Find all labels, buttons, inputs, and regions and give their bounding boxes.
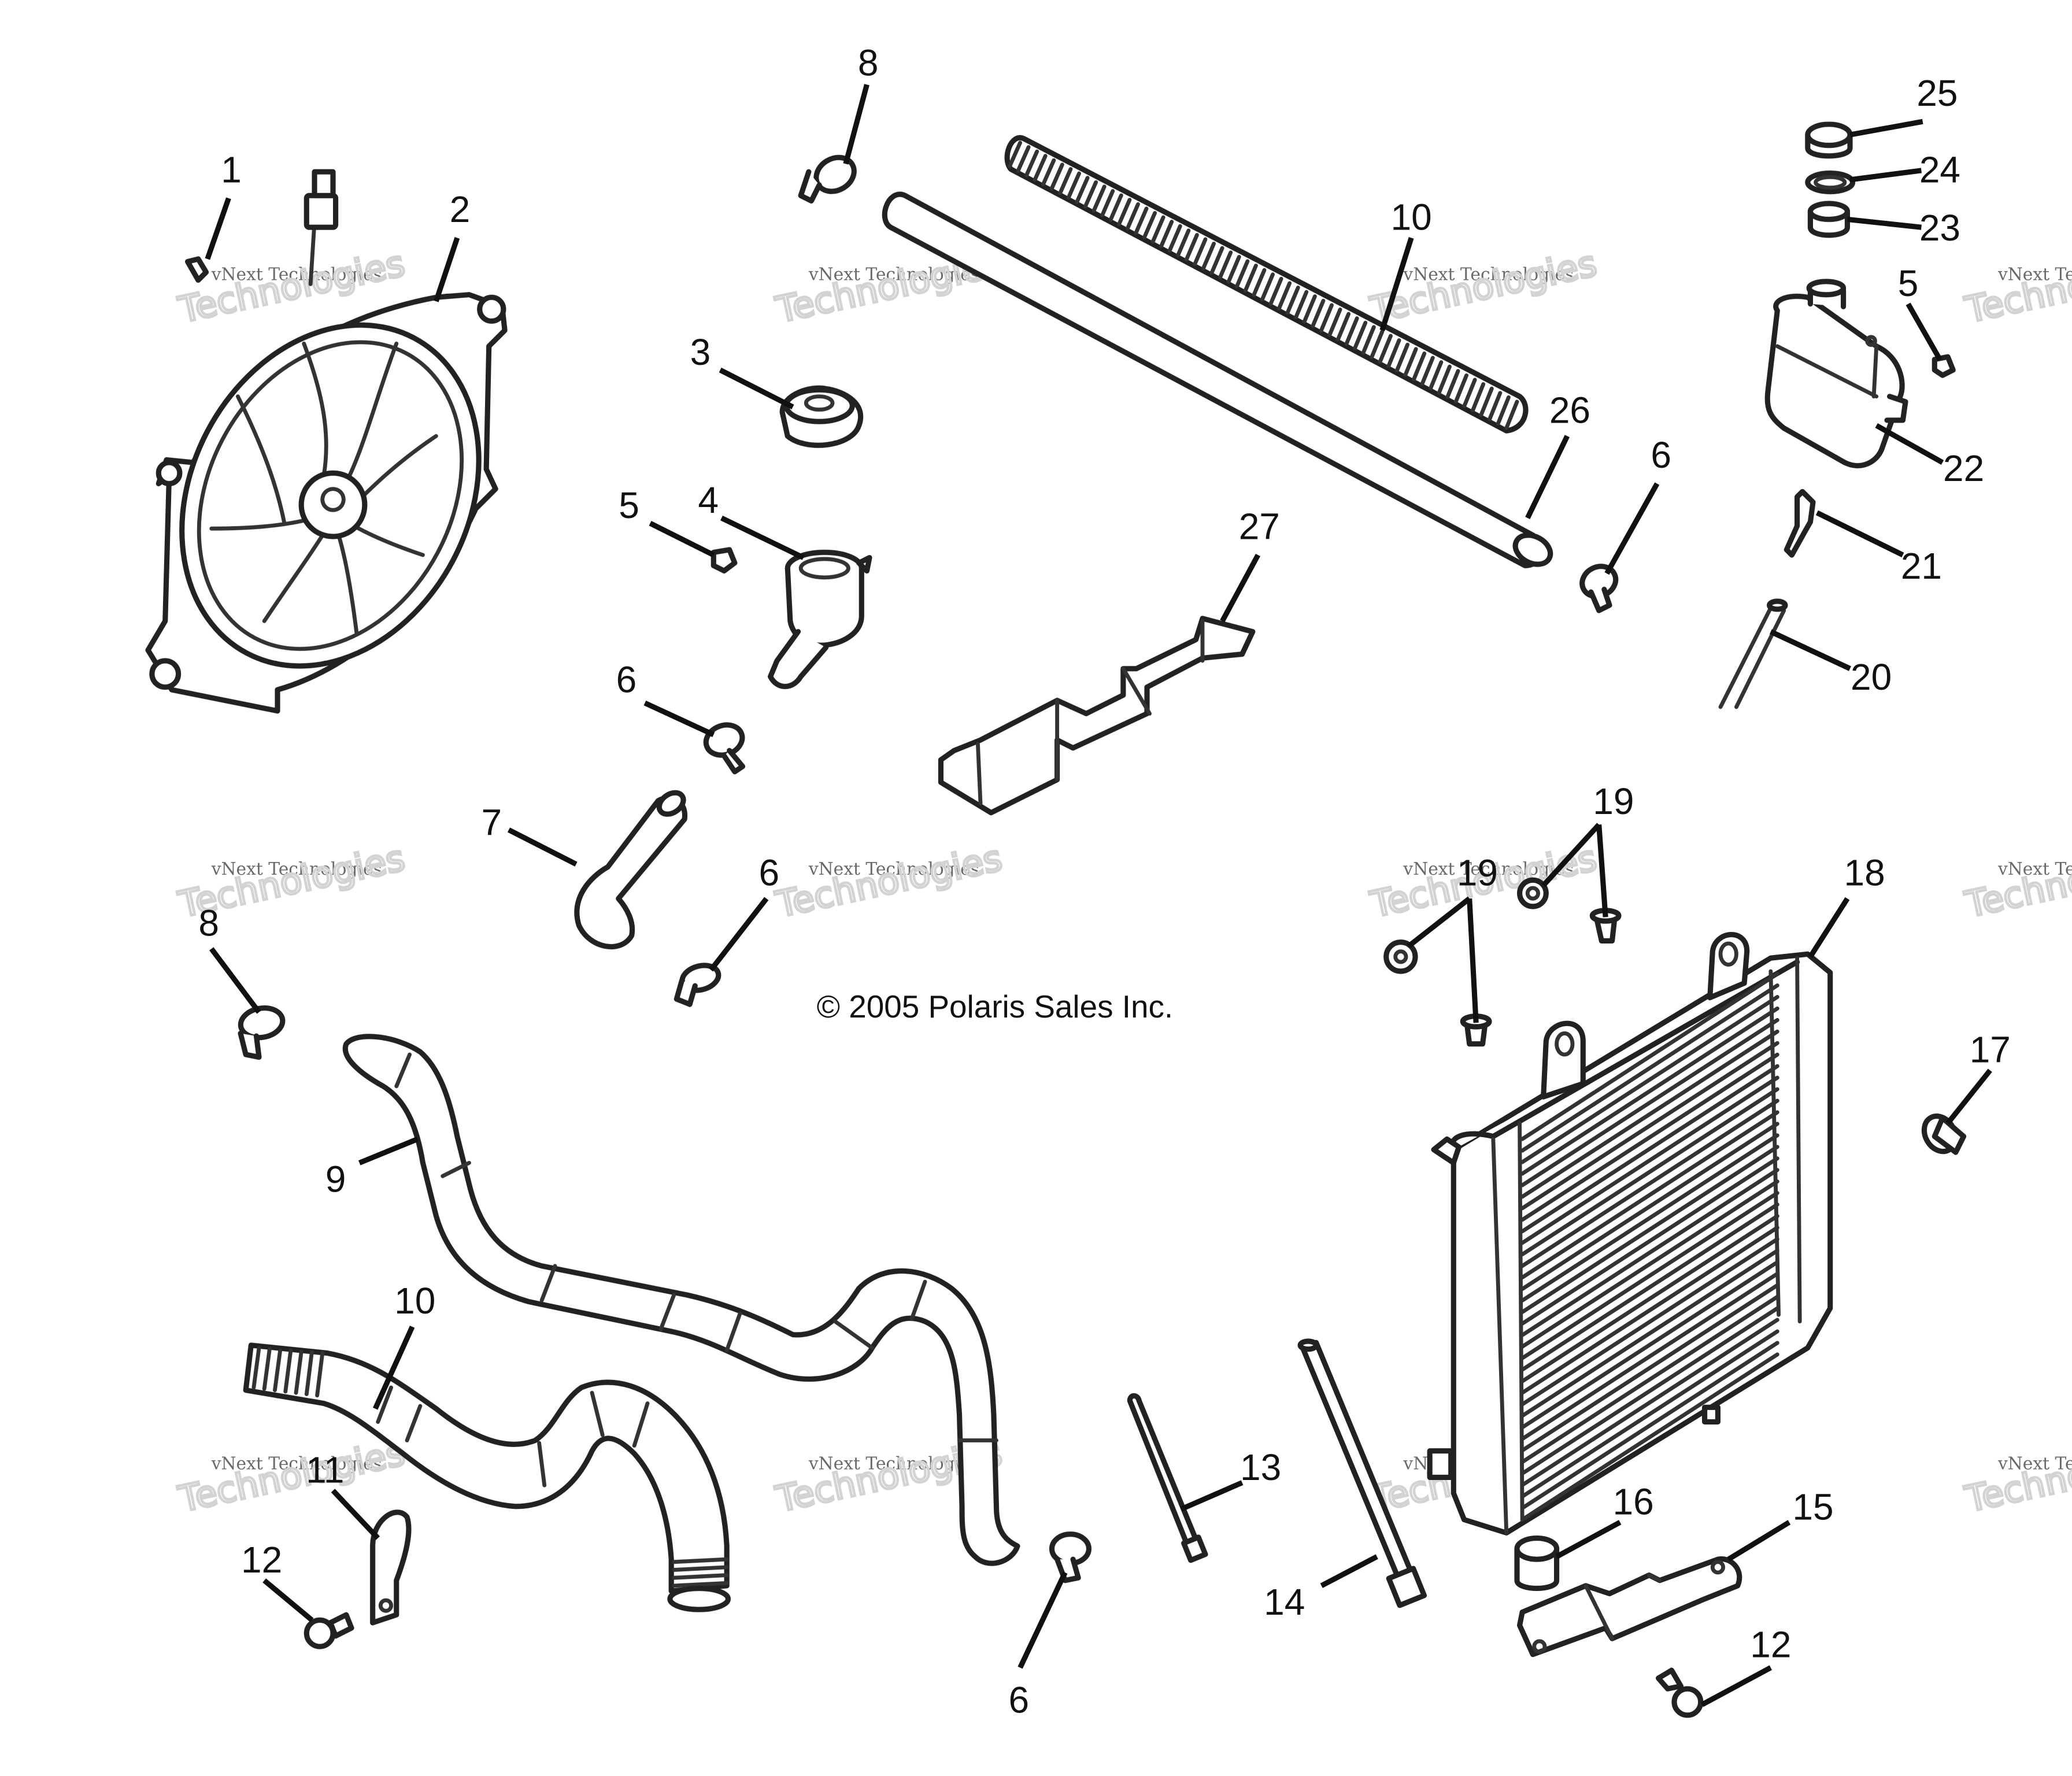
callout-label: 19 (1457, 852, 1498, 893)
callout-labels: 1 2 3 4 5 6 8 10 26 6 25 24 23 5 22 21 2… (198, 42, 2011, 1720)
callout-label: 12 (241, 1539, 282, 1581)
callout-label: 6 (616, 659, 637, 701)
hose-clamp-icon (1049, 1531, 1092, 1583)
spacer-icon (1514, 1536, 1560, 1591)
hose-fitting-icon (1784, 489, 1816, 558)
callout-label: 9 (325, 1159, 346, 1200)
svg-text:vNext Technologies: vNext Technologies (1997, 859, 2072, 879)
bolt-icon (304, 1612, 354, 1649)
o-ring-icon (1805, 170, 1856, 194)
svg-text:vNext Technologies: vNext Technologies (1403, 859, 1574, 879)
callout-label: 18 (1844, 852, 1885, 893)
callout-label: 26 (1549, 389, 1590, 431)
grommet-icon (1516, 877, 1549, 909)
hose-clamp-icon (674, 963, 722, 1007)
bolt-icon (185, 256, 209, 283)
svg-text:vNext Technologies: vNext Technologies (1997, 1454, 2072, 1474)
watermark: vNext Technologies Technologies (1366, 241, 1601, 332)
callout-label: 13 (1240, 1446, 1281, 1488)
callout-label: 24 (1919, 149, 1960, 190)
callout-label: 6 (758, 852, 779, 893)
svg-text:Technologies: Technologies (1962, 1432, 2072, 1520)
callout-label: 16 (1613, 1481, 1654, 1522)
callout-label: 5 (1898, 262, 1919, 304)
bolt-icon (1921, 1113, 1967, 1155)
bracket-icon (1517, 1556, 1742, 1657)
callout-label: 19 (1593, 780, 1634, 822)
leader-lines (205, 84, 1992, 1707)
hose-icon (574, 790, 688, 950)
callout-label: 2 (450, 188, 471, 230)
svg-text:vNext Technologies: vNext Technologies (211, 859, 382, 879)
corrugated-sleeve-icon (1004, 135, 1529, 434)
svg-text:vNext Technologies: vNext Technologies (211, 1454, 382, 1474)
callout-label: 3 (690, 331, 711, 373)
callout-label: 4 (698, 479, 719, 521)
callout-label: 5 (619, 484, 639, 526)
hose-clamp-icon (238, 1005, 286, 1060)
watermark: vNext Technologies Technologies (1960, 1430, 2072, 1522)
callout-label: 17 (1970, 1029, 2011, 1071)
svg-text:Technologies: Technologies (772, 837, 1006, 926)
callout-label: 7 (481, 802, 502, 843)
callout-label: 22 (1943, 447, 1984, 489)
reservoir-cap-icon (1805, 121, 1853, 159)
hose-icon (342, 1034, 1020, 1566)
callout-label: 10 (394, 1280, 435, 1322)
callout-label: 10 (1391, 197, 1432, 238)
callout-label: 12 (1750, 1623, 1791, 1665)
svg-text:vNext Technologies: vNext Technologies (211, 265, 382, 285)
bracket-icon (938, 616, 1256, 816)
watermark: vNext Technologies Technologies (1960, 836, 2072, 927)
coolant-reservoir-icon (1764, 279, 1908, 468)
radiator-icon (1427, 932, 1833, 1536)
svg-text:Technologies: Technologies (1962, 243, 2072, 331)
cooling-fan-icon (145, 169, 508, 714)
callout-label: 21 (1901, 545, 1942, 587)
grommet-icon (1383, 939, 1418, 974)
callout-label: 8 (198, 902, 219, 944)
hose-clamp-icon (798, 154, 857, 204)
callout-label: 14 (1264, 1581, 1305, 1623)
svg-text:vNext Technologies: vNext Technologies (808, 859, 979, 879)
callout-label: 15 (1792, 1486, 1833, 1528)
svg-text:Technologies: Technologies (1962, 837, 2072, 926)
long-bolt-icon (1127, 1393, 1208, 1563)
hose-clamp-icon (1579, 564, 1619, 613)
callout-label: 8 (858, 42, 879, 83)
watermark: vNext Technologies Technologies (1960, 241, 2072, 332)
callout-label: 23 (1919, 207, 1960, 249)
bolt-icon (1656, 1667, 1704, 1718)
long-stud-icon (1297, 1338, 1427, 1608)
copyright-text: © 2005 Polaris Sales Inc. (817, 989, 1174, 1024)
callout-label: 6 (1008, 1679, 1029, 1720)
callout-label: 27 (1239, 506, 1280, 547)
p-clip-icon (370, 1509, 412, 1626)
callout-label: 6 (1651, 434, 1671, 476)
svg-text:Technologies: Technologies (175, 1432, 409, 1520)
svg-text:vNext Technologies: vNext Technologies (808, 1454, 979, 1474)
bolt-icon (711, 547, 738, 574)
callout-label: 25 (1916, 72, 1958, 114)
radiator-cap-icon (779, 385, 864, 448)
filler-neck-icon (767, 549, 872, 689)
svg-text:vNext Technologies: vNext Technologies (808, 265, 979, 285)
hose-icon (243, 1342, 731, 1612)
callout-label: 20 (1851, 656, 1892, 698)
callout-label: 1 (221, 149, 242, 190)
svg-text:Technologies: Technologies (1367, 243, 1600, 331)
adapter-icon (1807, 201, 1850, 238)
watermark: vNext Technologies Technologies (173, 1430, 409, 1522)
callout-label: 11 (306, 1449, 344, 1491)
hose-clamp-icon (703, 722, 746, 775)
watermark: vNext Technologies Technologies (771, 836, 1007, 927)
vent-hose-icon (1718, 598, 1788, 709)
svg-text:vNext Technologies: vNext Technologies (1997, 265, 2072, 285)
hose-icon (882, 191, 1553, 568)
bolt-icon (1932, 354, 1956, 378)
svg-text:vNext Technologies: vNext Technologies (1403, 265, 1574, 285)
